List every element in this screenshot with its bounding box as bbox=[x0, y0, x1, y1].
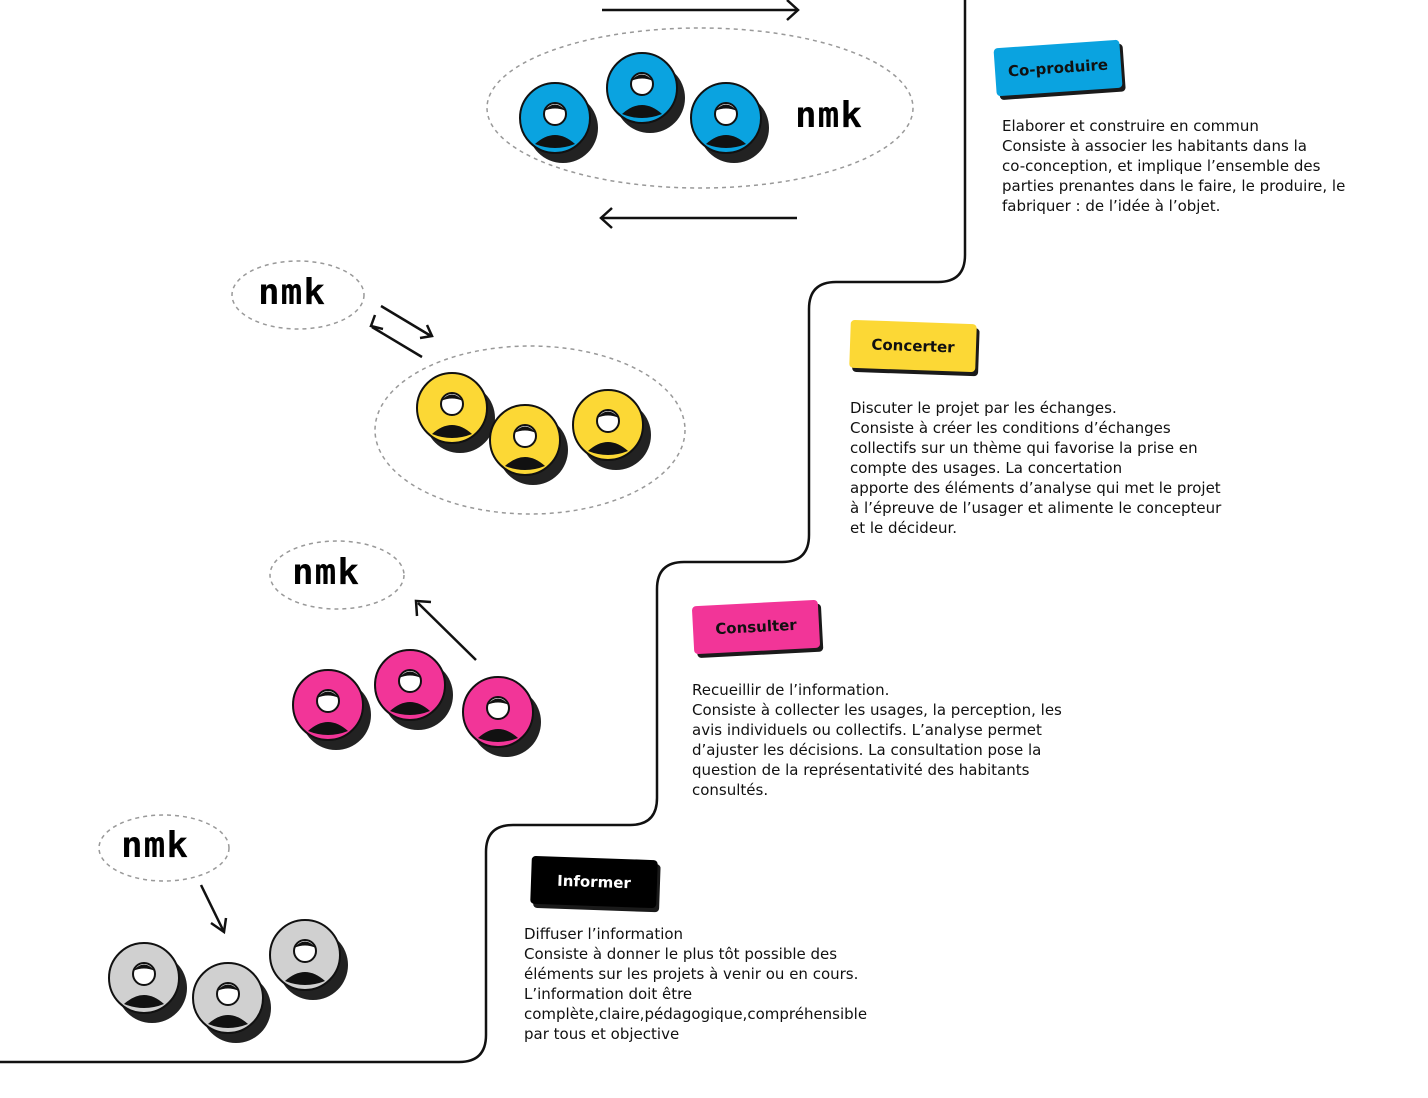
badge-consulter: Consulter bbox=[691, 599, 821, 655]
avatar bbox=[606, 52, 685, 133]
informer-logo-ellipse bbox=[98, 814, 230, 882]
logo-concerter: nmk bbox=[258, 272, 327, 313]
concerter-logo-ellipse bbox=[231, 260, 365, 330]
avatar bbox=[108, 942, 187, 1023]
coproduire-dashed-ellipse bbox=[486, 27, 914, 189]
avatar bbox=[690, 82, 769, 163]
avatar bbox=[374, 649, 453, 730]
avatar bbox=[572, 389, 651, 470]
avatar bbox=[489, 404, 568, 485]
avatar bbox=[462, 676, 541, 757]
arrow-down-icon bbox=[199, 884, 228, 935]
badge-concerter: Concerter bbox=[849, 319, 977, 373]
avatar bbox=[292, 669, 371, 750]
logo-consulter: nmk bbox=[292, 552, 361, 593]
logo-informer: nmk bbox=[121, 825, 190, 866]
avatar bbox=[269, 919, 348, 1000]
description-informer: Diffuser l’information Consiste à donner… bbox=[524, 925, 868, 1043]
arrow-left-icon bbox=[599, 207, 797, 229]
avatar bbox=[416, 372, 495, 453]
description-coproduire: Elaborer et construire en commun Consist… bbox=[1002, 117, 1346, 215]
avatar bbox=[519, 82, 598, 163]
description-consulter: Recueillir de l’information. Consiste à … bbox=[692, 681, 1062, 799]
avatar bbox=[192, 962, 271, 1043]
description-concerter: Discuter le projet par les échanges. Con… bbox=[850, 399, 1222, 537]
badge-informer: Informer bbox=[530, 855, 658, 909]
consulter-logo-ellipse bbox=[269, 540, 405, 610]
logo-coproduire: nmk bbox=[795, 95, 864, 136]
concerter-dashed-ellipse bbox=[374, 345, 686, 515]
arrow-exchange-icon bbox=[369, 304, 434, 359]
arrow-up-left-icon bbox=[414, 599, 477, 661]
arrow-right-icon bbox=[602, 0, 800, 21]
badge-coproduire: Co-produire bbox=[993, 39, 1123, 97]
